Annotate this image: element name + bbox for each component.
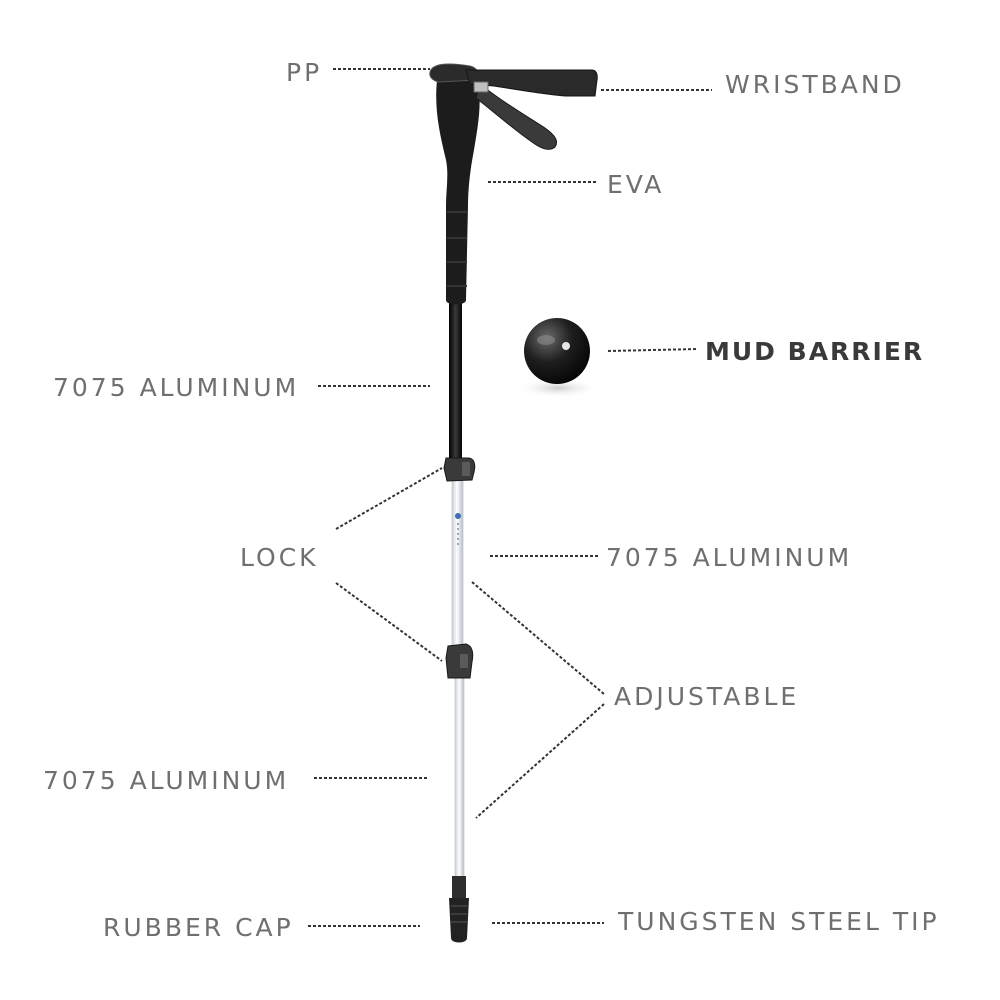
upper-lock (443, 457, 476, 482)
label-aluminum-upper: 7075 ALUMINUM (53, 373, 300, 402)
wristband (465, 69, 598, 97)
label-adjustable: ADJUSTABLE (614, 682, 800, 711)
upper-shaft (449, 300, 462, 462)
tip-ferrule (452, 876, 466, 898)
upper-lock-lever (462, 462, 470, 476)
label-wristband: WRISTBAND (725, 70, 905, 99)
label-pp: PP (286, 58, 323, 87)
basket-shadow (516, 378, 600, 398)
middle-shaft (451, 477, 464, 654)
leader-lock-upper (335, 467, 443, 530)
leader-adjustable-lower (475, 703, 605, 819)
eva-grip (436, 80, 480, 305)
basket-highlight (537, 335, 555, 345)
lower-lock-lever (460, 654, 468, 668)
lower-shaft (454, 664, 465, 881)
rubber-cap (449, 898, 469, 943)
label-rubber-cap: RUBBER CAP (103, 913, 294, 942)
rubber-cap-ribs (451, 905, 467, 923)
brand-logo-icon (455, 513, 461, 519)
wristband-tail (475, 83, 558, 150)
mud-barrier-basket (516, 318, 600, 398)
basket-hole (562, 342, 570, 350)
grip-ribs (447, 211, 467, 287)
label-lock: LOCK (240, 543, 319, 572)
leader-adjustable-upper (471, 581, 605, 695)
basket-body (524, 318, 590, 384)
leader-lock-lower (335, 582, 443, 662)
leader-lines (308, 68, 712, 927)
trekking-pole (429, 63, 598, 943)
label-aluminum-middle: 7075 ALUMINUM (606, 543, 853, 572)
label-tungsten-tip: TUNGSTEN STEEL TIP (618, 907, 940, 936)
leader-mud-barrier (607, 348, 699, 352)
label-mud-barrier: MUD BARRIER (705, 337, 925, 366)
label-aluminum-lower: 7075 ALUMINUM (43, 766, 290, 795)
label-eva: EVA (607, 170, 665, 199)
wristband-buckle (473, 81, 489, 93)
brand-text-dots (457, 523, 459, 545)
lower-lock (445, 643, 474, 679)
